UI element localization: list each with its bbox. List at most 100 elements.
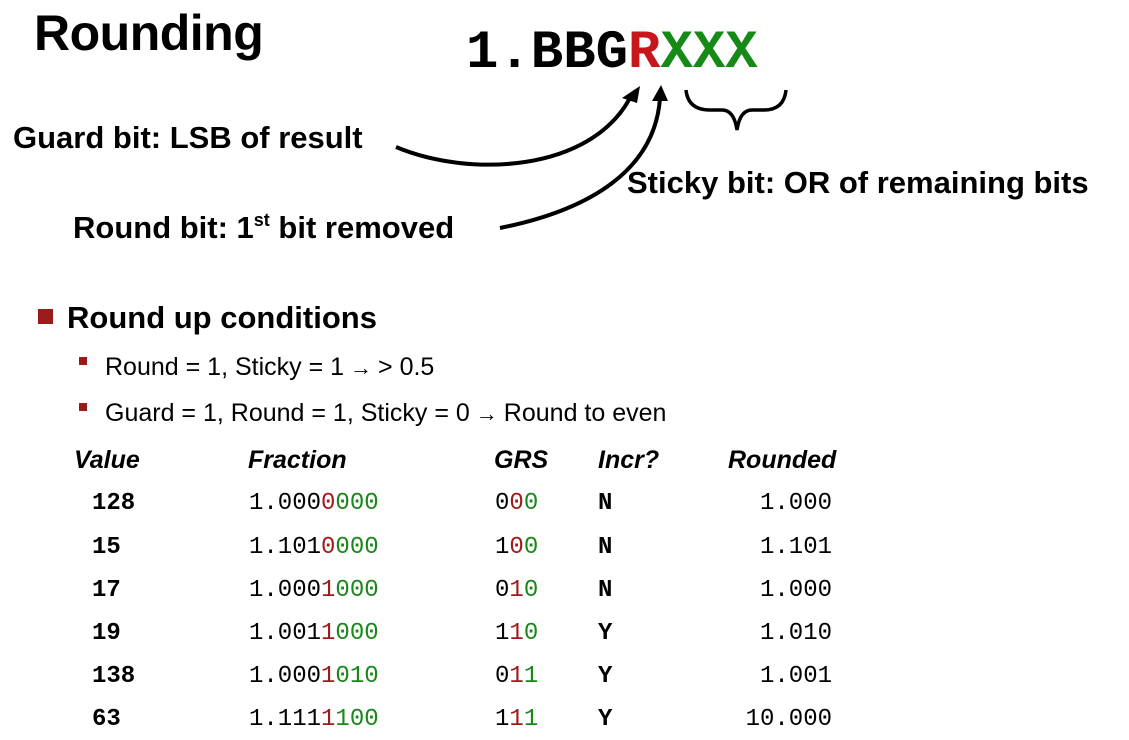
rounded-text: 10.000 (745, 706, 832, 733)
cell-rounded: 1.101 (760, 534, 832, 561)
cell-grs: 111 (495, 706, 538, 733)
condition-result: Round to even (503, 399, 667, 427)
fraction-kept: 1.000 (249, 577, 322, 604)
bit-pattern-lead: 1.BBG (466, 23, 629, 84)
fraction-round-bit: 0 (321, 490, 336, 517)
cell-fraction: 1.0001000 (249, 577, 379, 604)
grs-sticky: 0 (523, 490, 539, 517)
round-bit-symbol: R (628, 23, 661, 84)
rounded-text: 1.001 (759, 663, 832, 690)
cell-value: 138 (92, 663, 135, 690)
rounded-text: 1.000 (759, 577, 832, 604)
round-up-heading-text: Round up conditions (67, 300, 377, 335)
cell-incr: Y (598, 620, 612, 647)
slide-title: Rounding (34, 5, 264, 61)
condition-text: Guard = 1, Round = 1, Sticky = 0 (105, 399, 470, 427)
cell-incr: N (598, 490, 612, 517)
fraction-kept: 1.000 (249, 663, 322, 690)
cell-rounded: 1.000 (760, 577, 832, 604)
condition-text: Round = 1, Sticky = 1 (105, 353, 345, 381)
grs-sticky: 1 (523, 706, 539, 733)
fraction-round-bit: 1 (321, 620, 336, 647)
cell-fraction: 1.0001010 (249, 663, 379, 690)
cell-grs: 010 (495, 577, 538, 604)
sticky-brace (684, 89, 788, 131)
value-text: 138 (92, 663, 136, 690)
square-bullet-icon (79, 357, 87, 365)
fraction-round-bit: 1 (321, 577, 336, 604)
round-callout-pre: Round bit: 1 (73, 210, 254, 245)
cell-rounded: 1.010 (760, 620, 832, 647)
guard-bit-callout: Guard bit: LSB of result (13, 120, 363, 155)
grs-round: 1 (509, 577, 524, 604)
cell-value: 63 (92, 706, 121, 733)
incr-text: N (598, 490, 613, 517)
bit-pattern: 1.BBGRXXX (466, 24, 758, 84)
grs-guard: 1 (495, 706, 510, 733)
grs-guard: 1 (495, 534, 510, 561)
square-bullet-icon (38, 309, 53, 324)
rounded-text: 1.101 (759, 534, 832, 561)
cell-incr: N (598, 577, 612, 604)
fraction-sticky-bits: 000 (335, 534, 379, 561)
grs-guard: 1 (495, 620, 510, 647)
cell-fraction: 1.0000000 (249, 490, 379, 517)
grs-round: 1 (509, 620, 524, 647)
right-arrow-icon: → (350, 355, 373, 380)
cell-fraction: 1.1111100 (249, 706, 379, 733)
incr-text: Y (598, 706, 613, 733)
cell-value: 15 (92, 534, 121, 561)
guard-arrowhead (622, 86, 640, 103)
grs-round: 0 (509, 534, 524, 561)
incr-text: Y (598, 620, 613, 647)
grs-round: 0 (509, 490, 524, 517)
grs-guard: 0 (495, 577, 510, 604)
condition-result: > 0.5 (378, 353, 435, 381)
cell-incr: Y (598, 706, 612, 733)
fraction-sticky-bits: 010 (335, 663, 379, 690)
cell-value: 17 (92, 577, 121, 604)
cell-fraction: 1.0011000 (249, 620, 379, 647)
column-header-value: Value (74, 446, 140, 474)
round-callout-sup: st (253, 210, 270, 230)
sticky-bits-symbol: XXX (660, 23, 758, 84)
fraction-kept: 1.000 (249, 490, 322, 517)
cell-grs: 110 (495, 620, 538, 647)
right-arrow-icon: → (475, 401, 498, 426)
round-arrow-line (499, 97, 662, 230)
cell-rounded: 10.000 (746, 706, 832, 733)
value-text: 19 (92, 620, 121, 647)
cell-fraction: 1.1010000 (249, 534, 379, 561)
fraction-sticky-bits: 000 (335, 490, 379, 517)
guard-arrow-line (395, 97, 632, 167)
grs-round: 1 (509, 706, 524, 733)
condition-item: Guard = 1, Round = 1, Sticky = 0→Round t… (79, 399, 666, 428)
fraction-kept: 1.101 (249, 534, 322, 561)
grs-guard: 0 (495, 490, 510, 517)
grs-guard: 0 (495, 663, 510, 690)
value-text: 17 (92, 577, 121, 604)
grs-sticky: 0 (523, 534, 539, 561)
grs-sticky: 0 (523, 577, 539, 604)
cell-incr: Y (598, 663, 612, 690)
grs-sticky: 1 (523, 663, 539, 690)
round-bit-callout: Round bit: 1st bit removed (73, 210, 454, 246)
rounded-text: 1.000 (759, 490, 832, 517)
cell-grs: 100 (495, 534, 538, 561)
value-text: 63 (92, 706, 121, 733)
fraction-sticky-bits: 100 (335, 706, 379, 733)
incr-text: N (598, 577, 613, 604)
sticky-bit-callout: Sticky bit: OR of remaining bits (627, 165, 1089, 200)
cell-value: 128 (92, 490, 135, 517)
condition-item: Round = 1, Sticky = 1→> 0.5 (79, 353, 434, 382)
fraction-kept: 1.111 (249, 706, 322, 733)
cell-value: 19 (92, 620, 121, 647)
round-arrowhead (652, 85, 668, 101)
cell-grs: 011 (495, 663, 538, 690)
fraction-kept: 1.001 (249, 620, 322, 647)
round-callout-post: bit removed (269, 210, 455, 245)
column-header-fraction: Fraction (248, 446, 347, 474)
cell-rounded: 1.001 (760, 663, 832, 690)
fraction-round-bit: 0 (321, 534, 336, 561)
